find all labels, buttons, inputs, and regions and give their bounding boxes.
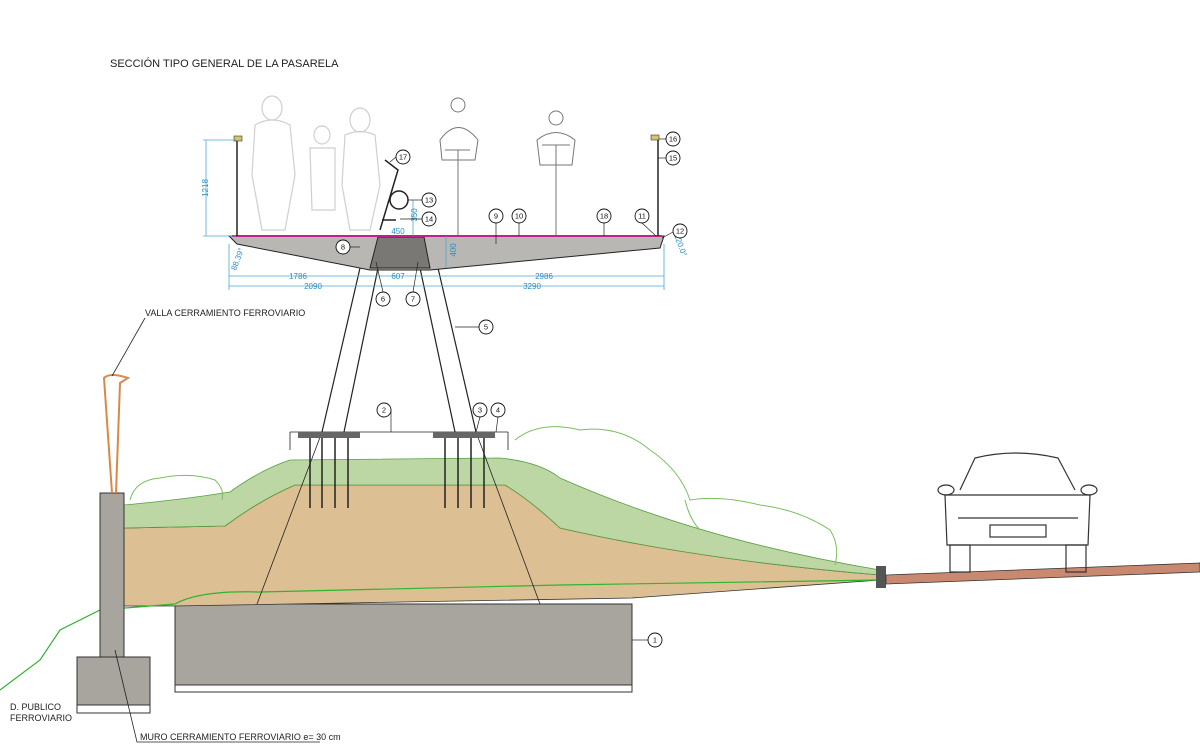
callout-17: 17	[395, 149, 411, 165]
callout-11: 11	[634, 208, 650, 224]
callout-2: 2	[376, 402, 392, 418]
bench	[379, 159, 409, 231]
callout-7: 7	[405, 291, 421, 307]
svg-text:7: 7	[411, 295, 415, 304]
callout-5: 5	[478, 319, 494, 335]
car	[937, 452, 1098, 573]
wall-label: MURO CERRAMIENTO FERROVIARIO e= 30 cm	[140, 732, 341, 742]
svg-text:11: 11	[638, 212, 646, 221]
dim-right-total: 3290	[523, 282, 541, 291]
fence-label: VALLA CERRAMIENTO FERROVIARIO	[145, 308, 305, 318]
public-domain-label-2: FERROVIARIO	[10, 713, 72, 723]
foundation-block	[174, 603, 633, 693]
cyclists	[439, 97, 576, 236]
callout-12: 12	[672, 223, 688, 239]
svg-text:2: 2	[382, 406, 386, 415]
svg-text:5: 5	[484, 323, 488, 332]
callout-13: 13	[421, 192, 437, 208]
callout-16: 16	[665, 131, 681, 147]
svg-text:13: 13	[425, 196, 433, 205]
public-domain-label-1: D. PUBLICO	[10, 702, 61, 712]
svg-text:15: 15	[669, 154, 677, 163]
svg-text:4: 4	[496, 406, 500, 415]
callout-6: 6	[375, 291, 391, 307]
svg-text:9: 9	[494, 212, 498, 221]
dim-deck-depth: 400	[449, 243, 458, 257]
callout-15: 15	[665, 150, 681, 166]
svg-text:3: 3	[478, 406, 482, 415]
callout-4: 4	[490, 402, 506, 418]
shrubs	[129, 426, 838, 566]
dimension-lines	[203, 139, 665, 290]
callout-18: 18	[596, 208, 612, 224]
callout-leaders	[350, 138, 674, 641]
vegetation-layer	[123, 457, 881, 576]
svg-text:17: 17	[399, 153, 407, 162]
callout-1: 1	[647, 632, 663, 648]
dim-core-width: 607	[391, 272, 405, 281]
svg-text:10: 10	[515, 212, 523, 221]
dim-railing-height: 1218	[201, 179, 210, 197]
svg-text:6: 6	[381, 295, 385, 304]
svg-text:14: 14	[425, 215, 433, 224]
dim-left-cantilever: 1786	[289, 272, 307, 281]
svg-text:8: 8	[341, 243, 345, 252]
svg-text:1: 1	[653, 636, 657, 645]
dim-left-angle: 88.39°	[229, 247, 245, 272]
drawing-title: SECCIÓN TIPO GENERAL DE LA PASARELA	[110, 57, 339, 70]
pylon-legs	[256, 267, 541, 605]
pedestrians	[251, 95, 381, 231]
callout-10: 10	[511, 208, 527, 224]
svg-text:18: 18	[600, 212, 608, 221]
dim-bench-width: 450	[391, 227, 405, 236]
dim-bench-height: 350	[410, 208, 419, 222]
callout-9: 9	[488, 208, 504, 224]
svg-text:16: 16	[669, 135, 677, 144]
deck	[227, 134, 665, 271]
railway-wall	[76, 492, 151, 714]
road	[876, 562, 1200, 588]
svg-text:12: 12	[676, 227, 684, 236]
dim-left-total: 2090	[304, 282, 322, 291]
railway-fence	[102, 374, 131, 494]
callout-14: 14	[421, 211, 437, 227]
callout-3: 3	[472, 402, 488, 418]
dim-right-cantilever: 2986	[535, 272, 553, 281]
callout-8: 8	[335, 239, 351, 255]
pile-caps	[289, 431, 509, 508]
